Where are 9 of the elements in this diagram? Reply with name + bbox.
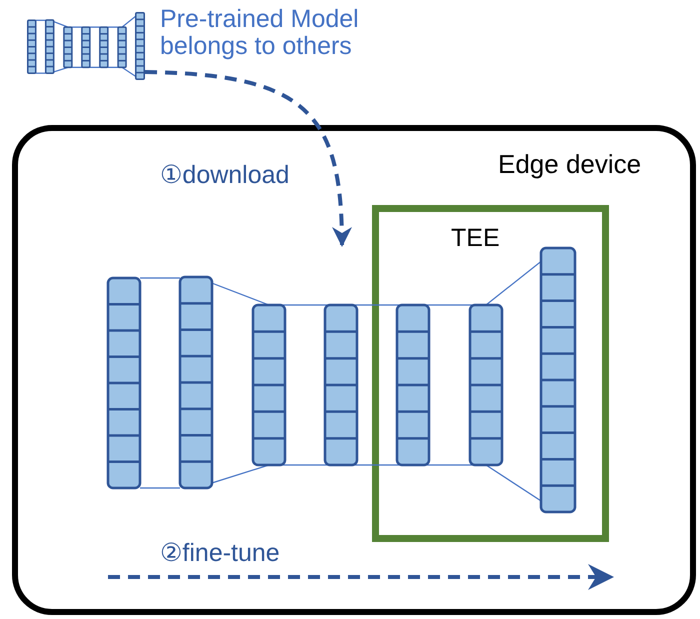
neural-network-drawing: [105, 245, 578, 515]
dashed-arrow: [144, 70, 352, 247]
device-box: [12, 125, 696, 615]
caption-text: Pre-trained Model belongs to others: [160, 6, 360, 60]
neural-network-icon: [27, 12, 145, 80]
box-title: Edge device: [498, 149, 642, 180]
step-label: ②fine-tune: [160, 538, 280, 568]
box-title: TEE: [451, 224, 500, 253]
tee-box: [372, 205, 609, 542]
